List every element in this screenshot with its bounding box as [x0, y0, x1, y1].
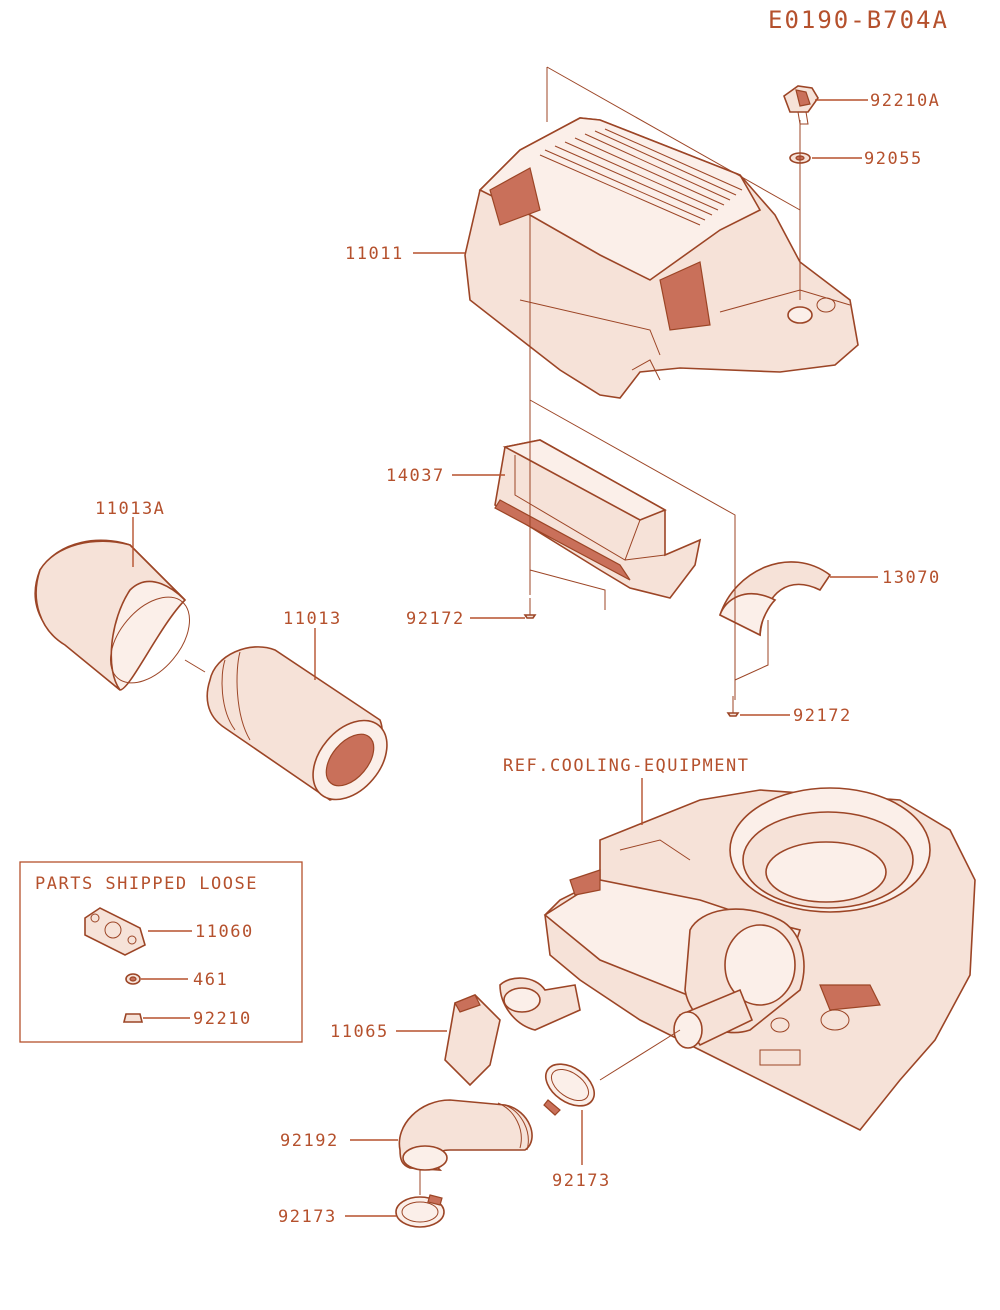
part-11013-filter[interactable] [206, 646, 402, 814]
part-461-washer[interactable] [125, 973, 141, 985]
part-11065-intake-duct[interactable] [444, 994, 501, 1087]
label-14037[interactable]: 14037 [386, 466, 445, 486]
part-92192-hose[interactable] [398, 1099, 533, 1171]
part-92173-clamp-a[interactable] [538, 1056, 602, 1116]
label-11065[interactable]: 11065 [330, 1022, 389, 1042]
cover-ribs [539, 128, 743, 226]
part-92172-screw-a[interactable] [523, 598, 537, 619]
part-92210A-wing-nut[interactable] [783, 85, 819, 125]
label-11013A[interactable]: 11013A [95, 499, 165, 519]
diagram-code: E0190-B704A [768, 6, 949, 34]
label-92172-b[interactable]: 92172 [793, 706, 852, 726]
label-461[interactable]: 461 [193, 970, 228, 990]
part-labels: 92210A 92055 11011 14037 11013A 13070 92… [95, 91, 941, 1227]
part-13070-shroud[interactable] [719, 561, 832, 637]
part-11060-gasket[interactable] [84, 907, 146, 956]
part-11011-cover[interactable] [464, 117, 859, 399]
part-92210-nut[interactable] [122, 1013, 144, 1023]
label-13070[interactable]: 13070 [882, 568, 941, 588]
label-92210A[interactable]: 92210A [870, 91, 940, 111]
part-14037-holder[interactable] [494, 439, 702, 599]
cooling-equipment-housing[interactable] [543, 787, 976, 1132]
intake-adapter[interactable] [499, 977, 581, 1031]
label-92173-b[interactable]: 92173 [278, 1207, 337, 1227]
label-11060[interactable]: 11060 [195, 922, 254, 942]
parts-shipped-loose-title: PARTS SHIPPED LOOSE [35, 874, 258, 894]
part-11013A-precleaner[interactable] [34, 539, 205, 697]
label-92210[interactable]: 92210 [193, 1009, 252, 1029]
label-92192[interactable]: 92192 [280, 1131, 339, 1151]
label-11013[interactable]: 11013 [283, 609, 342, 629]
part-92173-clamp-b[interactable] [395, 1194, 445, 1228]
label-11011[interactable]: 11011 [345, 244, 404, 264]
parts-shipped-loose-box [19, 861, 303, 1043]
label-92172-a[interactable]: 92172 [406, 609, 465, 629]
label-ref-cooling-equipment[interactable]: REF.COOLING-EQUIPMENT [503, 756, 749, 776]
label-92173-a[interactable]: 92173 [552, 1171, 611, 1191]
part-92172-screw-b[interactable] [726, 696, 740, 717]
leader-lines [132, 66, 878, 1217]
label-92055[interactable]: 92055 [864, 149, 923, 169]
